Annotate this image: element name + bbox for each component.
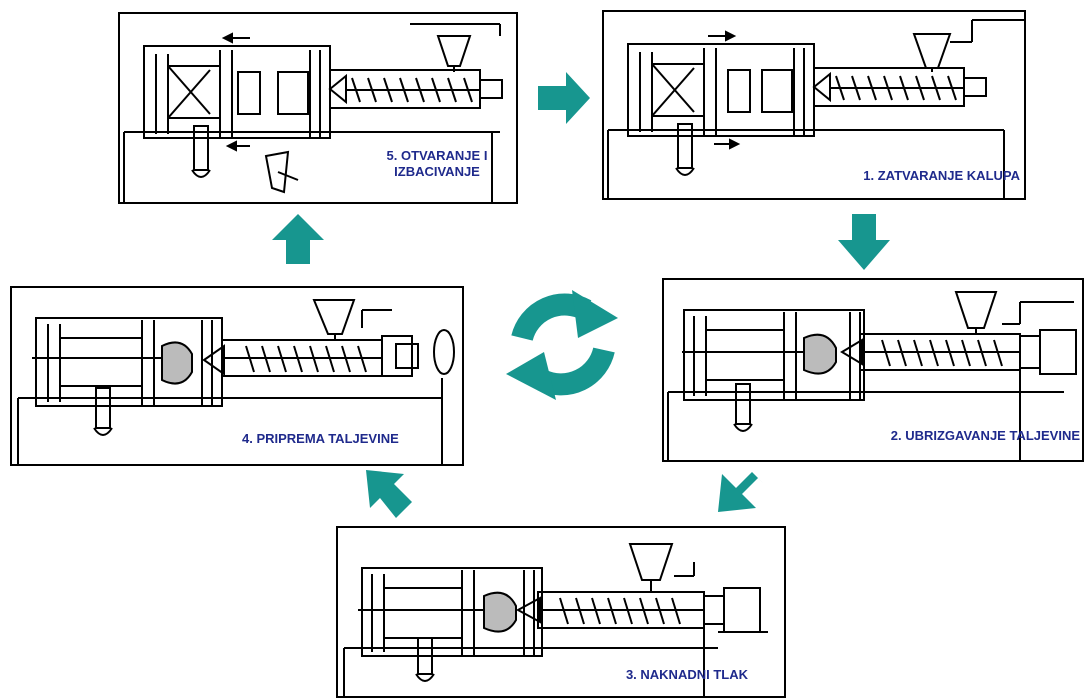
step-5-label-line1: 5. OTVARANJE I [386, 148, 488, 163]
step-4-panel: 4. PRIPREMA TALJEVINE [10, 286, 464, 466]
machine-melt-injection-drawing [667, 291, 1077, 460]
machine-open-eject-drawing [123, 23, 503, 202]
flow-arrow-icon [718, 472, 768, 512]
flow-arrow-icon [272, 214, 324, 264]
step-2-label: 2. UBRIZGAVANJE TALJEVINE [890, 428, 1080, 443]
machine-mould-closing-drawing [607, 19, 1024, 198]
step-5-label-line2: IZBACIVANJE [394, 164, 480, 179]
step-3-label: 3. NAKNADNI TLAK [625, 667, 748, 682]
step-1-panel: 1. ZATVARANJE KALUPA [602, 10, 1026, 200]
cycle-arrowhead-icon [572, 290, 618, 338]
step-2-panel: 2. UBRIZGAVANJE TALJEVINE [662, 278, 1084, 462]
flow-arrow-icon [538, 72, 590, 124]
step-1-label: 1. ZATVARANJE KALUPA [863, 168, 1020, 183]
machine-melt-preparation-drawing [17, 299, 455, 464]
flow-arrow-icon [366, 470, 412, 518]
machine-holding-pressure-drawing [343, 543, 768, 696]
step-4-label: 4. PRIPREMA TALJEVINE [242, 431, 399, 446]
cycle-arrowhead-icon [506, 352, 556, 400]
flow-arrow-icon [838, 214, 890, 270]
step-5-panel: 5. OTVARANJE I IZBACIVANJE [118, 12, 518, 204]
step-3-panel: 3. NAKNADNI TLAK [336, 526, 786, 698]
